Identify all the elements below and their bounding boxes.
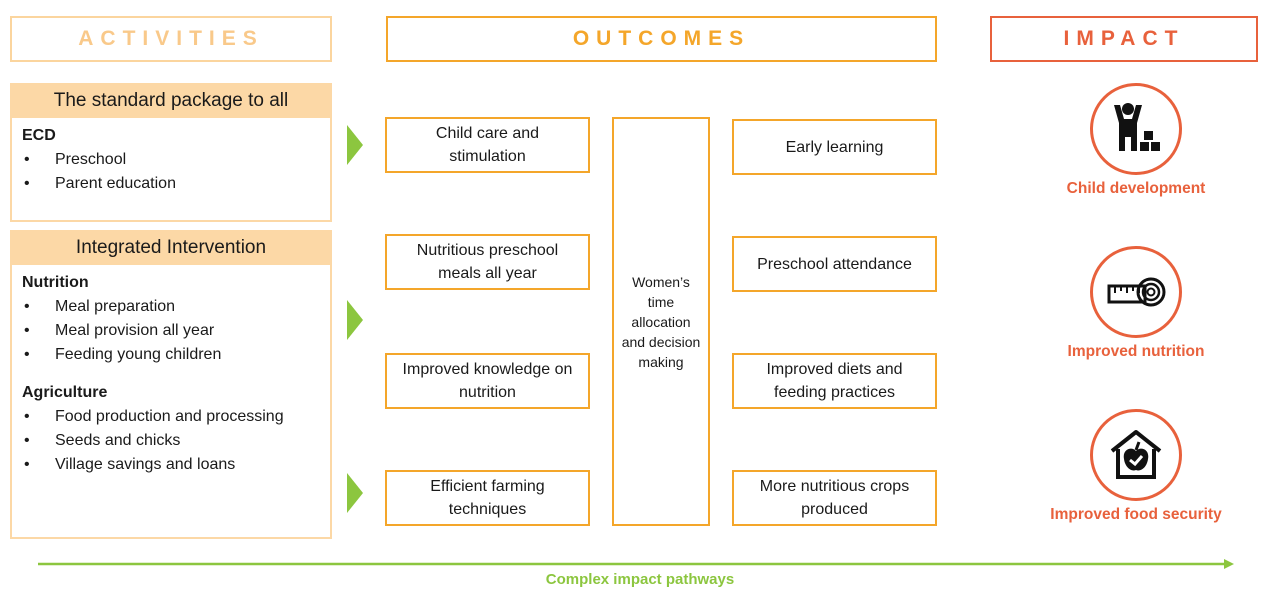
child-blocks-icon (1090, 83, 1182, 175)
section-heading: Agriculture (22, 384, 108, 401)
outcome-box: Child care and stimulation (385, 117, 590, 173)
section-list: Food production and processing Seeds and… (22, 405, 320, 477)
outcomes-header: OUTCOMES (386, 16, 937, 62)
section-list: Meal preparation Meal provision all year… (22, 295, 320, 367)
list-item: Preschool (22, 148, 320, 172)
list-item: Village savings and loans (22, 453, 320, 477)
arrow-right-icon (347, 300, 363, 340)
impact-header: IMPACT (990, 16, 1258, 62)
integrated-intervention-title: Integrated Intervention (10, 230, 332, 265)
activities-header: ACTIVITIES (10, 16, 332, 62)
standard-package-title: The standard package to all (10, 83, 332, 118)
standard-package-panel: The standard package to all ECD Preschoo… (10, 83, 332, 222)
house-apple-icon (1090, 409, 1182, 501)
outcome-box: Preschool attendance (732, 236, 937, 292)
impact-label: Child development (1066, 180, 1206, 197)
pathway-label: Complex impact pathways (545, 571, 735, 588)
arrow-right-icon (347, 473, 363, 513)
list-item: Parent education (22, 172, 320, 196)
womens-time-box: Women’s time allocation and decision mak… (612, 117, 710, 526)
section-heading: Nutrition (22, 274, 89, 291)
list-item: Meal provision all year (22, 319, 320, 343)
arrow-right-icon (347, 125, 363, 165)
section-heading: ECD (22, 127, 56, 144)
measuring-tape-icon (1090, 246, 1182, 338)
impact-label: Improved nutrition (1067, 343, 1205, 360)
outcome-box: Nutritious preschool meals all year (385, 234, 590, 290)
list-item: Meal preparation (22, 295, 320, 319)
standard-package-body: ECD Preschool Parent education (10, 118, 332, 222)
list-item: Food production and processing (22, 405, 320, 429)
impact-label: Improved food security (1050, 506, 1222, 523)
outcome-box: Improved diets and feeding practices (732, 353, 937, 409)
pathway-arrow (38, 559, 1234, 569)
section-list: Preschool Parent education (22, 148, 320, 196)
list-item: Seeds and chicks (22, 429, 320, 453)
outcome-box: More nutritious crops produced (732, 470, 937, 526)
list-item: Feeding young children (22, 343, 320, 367)
integrated-intervention-body: Nutrition Meal preparation Meal provisio… (10, 265, 332, 539)
integrated-intervention-panel: Integrated Intervention Nutrition Meal p… (10, 230, 332, 539)
outcome-box: Early learning (732, 119, 937, 175)
outcome-box: Improved knowledge on nutrition (385, 353, 590, 409)
outcome-box: Efficient farming techniques (385, 470, 590, 526)
